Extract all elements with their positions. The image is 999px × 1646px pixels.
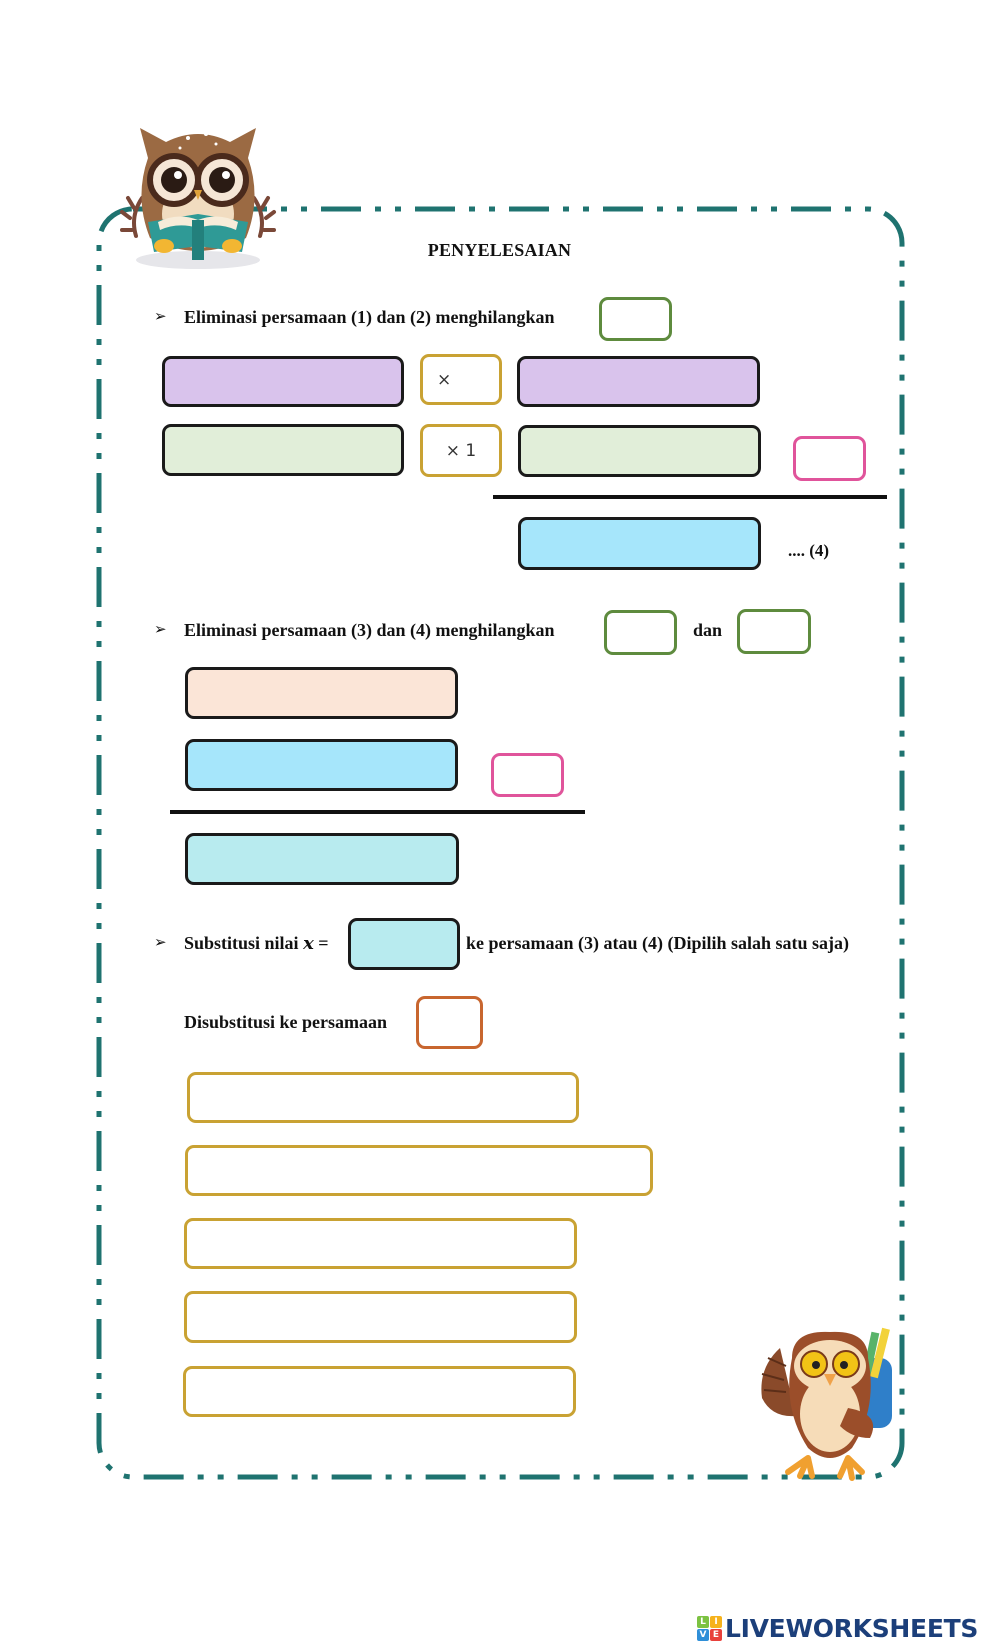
eliminated-variable-input-2[interactable] — [604, 610, 677, 655]
substitution-step-input-3[interactable] — [184, 1218, 577, 1269]
subtraction-line-2 — [170, 810, 585, 814]
section3-heading-prefix: Substitusi nilai x = — [184, 932, 329, 955]
equation4-result-input[interactable] — [518, 517, 761, 570]
section2-heading: Eliminasi persamaan (3) dan (4) menghila… — [184, 620, 555, 640]
bullet-arrow-icon: ➢ — [154, 935, 167, 951]
variable-x: x — [303, 933, 314, 954]
logo-letter-i: I — [710, 1616, 722, 1628]
equation2-left-input[interactable] — [162, 424, 404, 476]
section1-heading: Eliminasi persamaan (1) dan (2) menghila… — [184, 307, 555, 327]
subtraction-line-1 — [493, 495, 887, 499]
equation2-right-input[interactable] — [518, 425, 761, 477]
eliminated-variable-input-1[interactable] — [599, 297, 672, 341]
operation-sign-input-2[interactable] — [491, 753, 564, 797]
page-title: PENYELESAIAN — [427, 240, 572, 260]
multiplier-2-label: × 1 — [445, 440, 477, 461]
bullet-arrow-icon: ➢ — [154, 309, 167, 325]
multiplier-1-label: × — [437, 369, 452, 390]
equals-sign: = — [318, 933, 329, 953]
equation-number-input[interactable] — [416, 996, 483, 1049]
section3-heading-before: Substitusi nilai — [184, 933, 299, 953]
multiplier-2-box: × 1 — [420, 424, 502, 477]
x-value-input[interactable] — [348, 918, 460, 970]
substitution-step-input-2[interactable] — [185, 1145, 653, 1196]
section3-heading-after: ke persamaan (3) atau (4) (Dipilih salah… — [466, 933, 850, 953]
substitution-step-input-4[interactable] — [184, 1291, 577, 1343]
equation4-input[interactable] — [185, 739, 458, 791]
substituted-equation-label: Disubstitusi ke persamaan — [184, 1012, 388, 1032]
equation4-label: .... (4) — [788, 541, 830, 560]
bullet-arrow-icon: ➢ — [154, 622, 167, 638]
multiplier-input-1[interactable]: × — [420, 354, 502, 405]
owl-with-backpack-icon — [761, 1327, 892, 1481]
substitution-step-input-1[interactable] — [187, 1072, 579, 1123]
owl-reading-book-icon — [120, 128, 276, 269]
equation1-right-input[interactable] — [517, 356, 760, 407]
x-result-equation-input[interactable] — [185, 833, 459, 885]
equation1-left-input[interactable] — [162, 356, 404, 407]
operation-sign-input-1[interactable] — [793, 436, 866, 481]
liveworksheets-wordmark: LIVEWORKSHEETS — [725, 1614, 979, 1643]
liveworksheets-logo: L I V E LIVEWORKSHEETS — [697, 1614, 978, 1643]
conjunction-dan: dan — [693, 620, 723, 640]
logo-letter-e: E — [710, 1629, 722, 1641]
liveworksheets-logo-mark-icon: L I V E — [697, 1616, 722, 1641]
logo-letter-v: V — [697, 1629, 709, 1641]
substitution-step-input-5[interactable] — [183, 1366, 576, 1417]
eliminated-variable-input-3[interactable] — [737, 609, 811, 654]
equation3-input[interactable] — [185, 667, 458, 719]
logo-letter-l: L — [697, 1616, 709, 1628]
